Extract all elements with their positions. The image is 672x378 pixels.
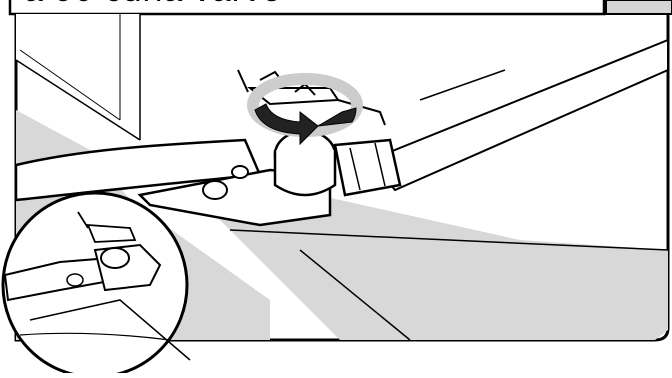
pliers-pivot <box>232 166 248 178</box>
detail-inset <box>3 193 190 373</box>
caption-text: a 90 curia varve <box>24 0 604 10</box>
valve-fitting <box>275 150 335 195</box>
corner-strip <box>606 0 672 14</box>
valve-nut <box>335 140 400 195</box>
pliers-pivot <box>203 181 227 199</box>
